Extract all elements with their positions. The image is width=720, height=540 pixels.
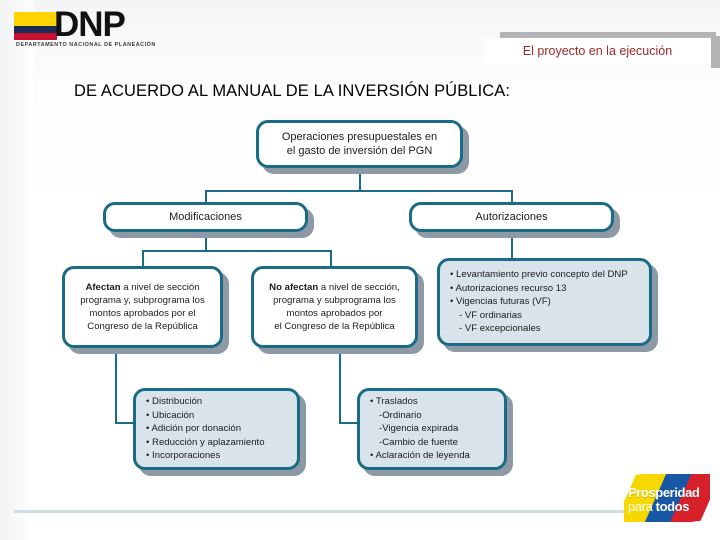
connector-to-afectan [142,250,144,266]
list-item: • Vigencias futuras (VF) [450,296,551,308]
node-line-bold: Afectan [85,282,121,293]
list-item: • Levantamiento previo concepto del DNP [450,269,628,281]
node-modificaciones[interactable]: Modificaciones [103,202,314,238]
connector-root-down [359,168,361,192]
node-line-rest: a nivel de sección, [318,282,400,293]
node-line: programa y, subprograma los [80,295,205,306]
banner-plate: El proyecto en la ejecución [484,38,711,64]
list-item: • Incorporaciones [146,450,221,462]
list-item: • Aclaración de leyenda [370,450,470,462]
node-line-bold: No afectan [269,282,319,293]
dnp-subtitle: DEPARTAMENTO NACIONAL DE PLANEACIÓN [16,42,156,48]
prosperidad-line1: Prosperidad [628,485,700,500]
node-line: montos aprobados por el [89,308,196,319]
list-item: -Vigencia expirada [379,423,459,435]
dnp-acronym: DNP [54,5,126,44]
node-no-afectan-list[interactable]: • Traslados -Ordinario -Vigencia expirad… [357,388,513,476]
node-line: No afectan a nivel de sección, [269,281,400,294]
list-item: • Distribución [146,396,203,408]
node-no-afectan[interactable]: No afectan a nivel de sección, programa … [251,266,424,354]
page-title: DE ACUERDO AL MANUAL DE LA INVERSIÓN PÚB… [74,82,511,100]
node-body: Afectan a nivel de sección programa y, s… [62,266,223,348]
node-afectan[interactable]: Afectan a nivel de sección programa y, s… [62,266,229,354]
connector-modificaciones-down [205,232,207,252]
node-body: • Distribución • Ubicación • Adición por… [133,388,300,470]
node-line: Afectan a nivel de sección [85,281,199,294]
banner-label: El proyecto en la ejecución [522,44,673,58]
node-line: Operaciones presupuestales en [281,131,438,143]
node-line: el Congreso de la República [274,321,395,332]
connector-afectan-down [115,348,117,424]
list-item: -Cambio de fuente [379,436,458,448]
connector-autorizaciones-down [511,232,513,258]
list-item: • Ubicación [146,409,195,421]
footer-divider [14,510,706,513]
list-item: - VF ordinarias [459,309,522,321]
node-body: No afectan a nivel de sección, programa … [251,266,418,348]
list-item: • Adición por donación [146,423,242,435]
node-line: Congreso de la República [87,321,198,332]
node-label: Autorizaciones [475,211,548,223]
banner-shadow-top [500,32,716,39]
list-item: • Traslados [370,396,418,408]
node-body: Modificaciones [103,202,308,232]
node-autorizaciones-list[interactable]: • Levantamiento previo concepto del DNP … [437,258,658,352]
node-line: programa y subprograma los [273,295,396,306]
prosperidad-line2: para todos [628,499,689,514]
colombia-flag-icon [14,12,57,40]
connector-noafectan-down [339,348,341,424]
connector-level3-bus [142,250,332,252]
node-body: • Levantamiento previo concepto del DNP … [437,258,652,346]
prosperidad-para: para [628,499,656,514]
node-afectan-list[interactable]: • Distribución • Ubicación • Adición por… [133,388,306,476]
banner-shadow-right [711,36,720,68]
connector-afectan-right [115,422,133,424]
connector-level2-bus [205,190,513,192]
prosperidad-para-todos-logo: Prosperidad para todos [624,474,710,522]
connector-noafectan-right [339,422,357,424]
node-body: Operaciones presupuestales en el gasto d… [256,120,463,168]
node-line: montos aprobados por [286,308,383,319]
node-body: • Traslados -Ordinario -Vigencia expirad… [357,388,507,470]
node-autorizaciones[interactable]: Autorizaciones [409,202,620,238]
node-line-rest: a nivel de sección [120,282,200,293]
list-item: -Ordinario [379,409,422,421]
node-body: Autorizaciones [409,202,614,232]
dnp-logo: DNP DEPARTAMENTO NACIONAL DE PLANEACIÓN [14,5,164,53]
list-item: - VF excepcionales [459,323,541,335]
connector-to-autorizaciones [511,190,513,202]
connector-to-noafectan [330,250,332,266]
node-label: Modificaciones [169,211,242,223]
header-banner: El proyecto en la ejecución [484,32,720,68]
prosperidad-todos: todos [655,499,690,514]
node-operaciones-presupuestales[interactable]: Operaciones presupuestales en el gasto d… [256,120,469,174]
connector-to-modificaciones [205,190,207,202]
node-line: el gasto de inversión del PGN [286,145,433,157]
list-item: • Reducción y aplazamiento [146,436,265,448]
list-item: • Autorizaciones recurso 13 [450,282,567,294]
